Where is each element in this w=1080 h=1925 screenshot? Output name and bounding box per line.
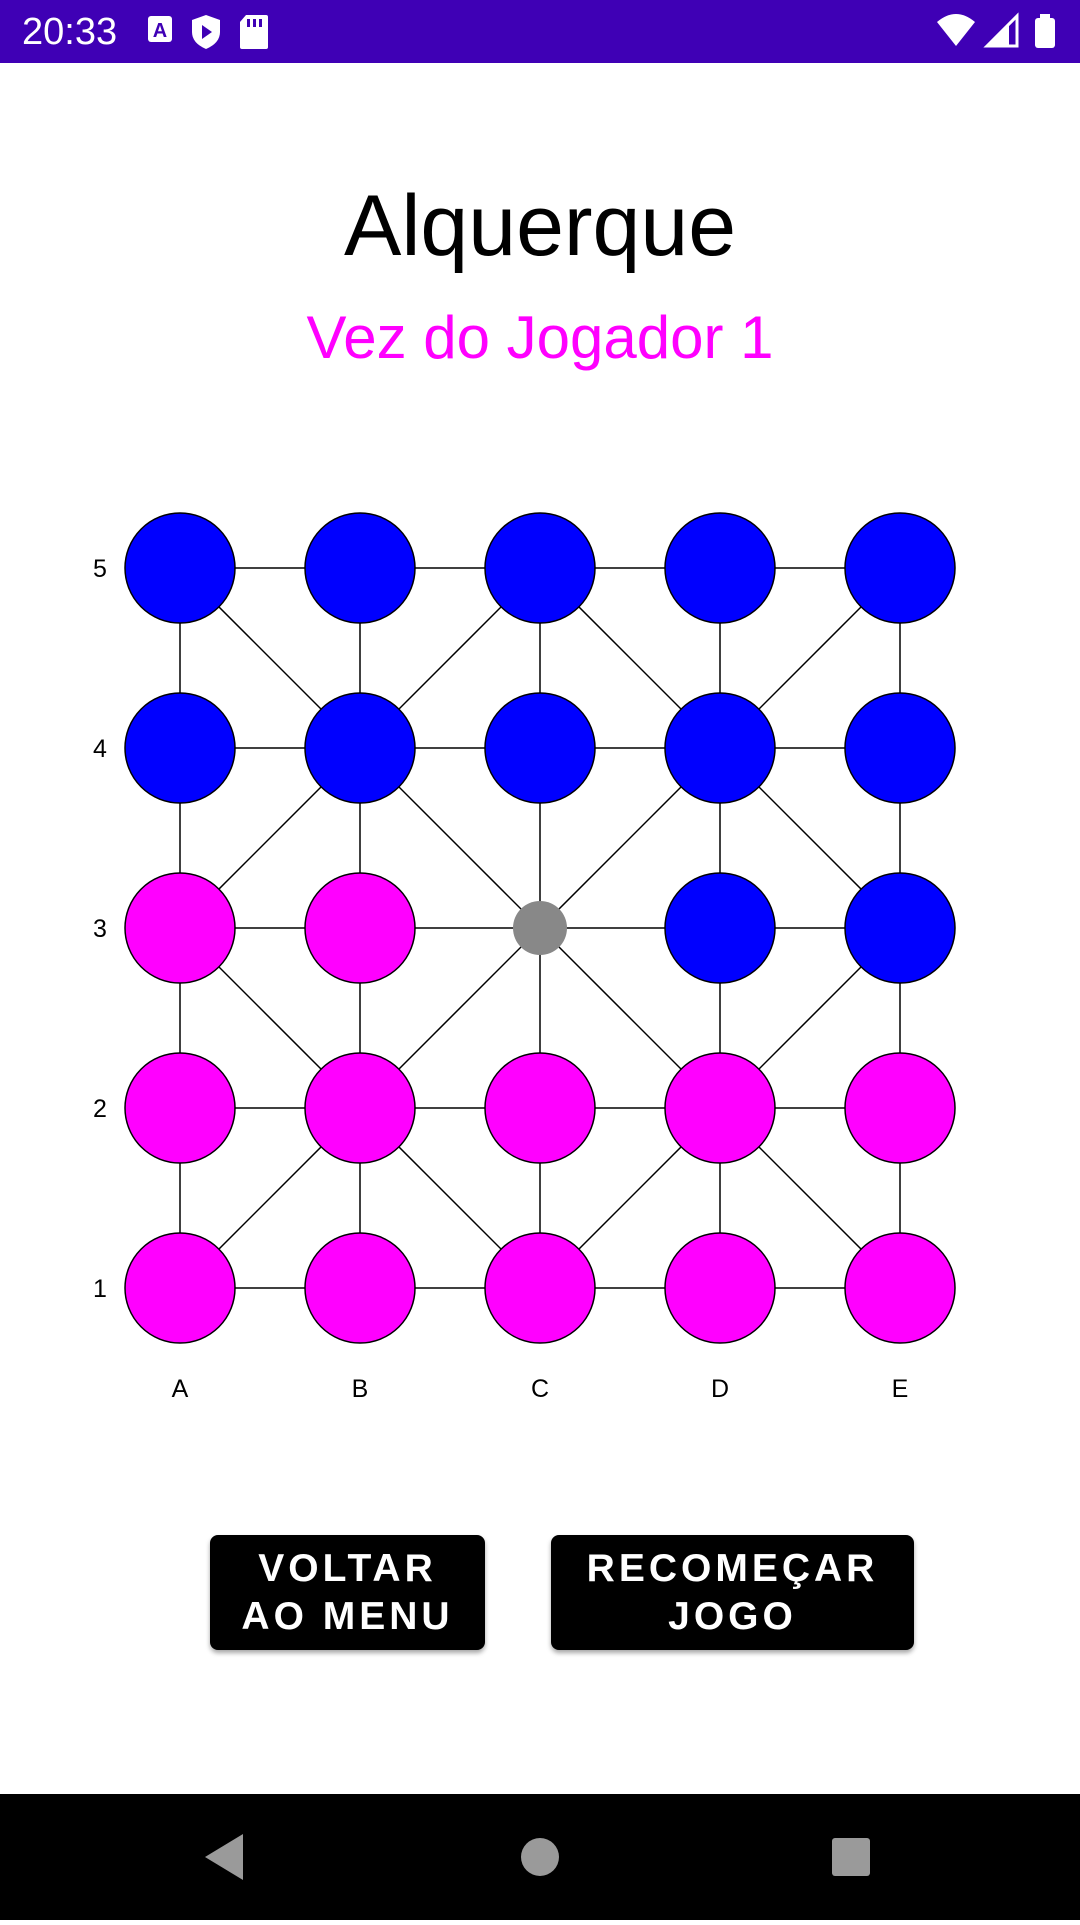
- blue-piece-a5[interactable]: [124, 512, 236, 624]
- shield-play-icon: [192, 15, 220, 49]
- magenta-piece-a3[interactable]: [124, 872, 236, 984]
- row-label-4: 4: [93, 735, 107, 763]
- back-triangle-icon[interactable]: [205, 1834, 243, 1880]
- magenta-piece-e2[interactable]: [844, 1052, 956, 1164]
- magenta-piece-a1[interactable]: [124, 1232, 236, 1344]
- magenta-piece-c2[interactable]: [484, 1052, 596, 1164]
- game-title: Alquerque: [343, 178, 737, 274]
- blue-piece-b4[interactable]: [304, 692, 416, 804]
- magenta-piece-e1[interactable]: [844, 1232, 956, 1344]
- home-circle-icon[interactable]: [521, 1838, 559, 1876]
- blue-piece-e4[interactable]: [844, 692, 956, 804]
- restart-game-button[interactable]: RECOMEÇAR JOGO: [551, 1535, 914, 1650]
- a-notification-icon: A: [148, 16, 172, 42]
- magenta-piece-d1[interactable]: [664, 1232, 776, 1344]
- board-labels: 5 4 3 2 1A B C D E: [93, 555, 908, 1403]
- magenta-piece-b2[interactable]: [304, 1052, 416, 1164]
- row-label-5: 5: [93, 555, 107, 583]
- status-left-icons: A: [148, 15, 268, 49]
- back-to-menu-button[interactable]: VOLTAR AO MENU: [210, 1535, 485, 1650]
- status-right-icons: [937, 12, 1055, 48]
- column-label-a: A: [172, 1375, 189, 1403]
- row-label-2: 2: [93, 1095, 107, 1123]
- cell-signal-icon: [983, 12, 1019, 48]
- blue-piece-c5[interactable]: [484, 512, 596, 624]
- recents-square-icon[interactable]: [832, 1838, 870, 1876]
- blue-piece-d5[interactable]: [664, 512, 776, 624]
- magenta-piece-b1[interactable]: [304, 1232, 416, 1344]
- status-bar: 20:33 A: [0, 0, 1080, 63]
- column-label-d: D: [711, 1375, 729, 1403]
- blue-piece-b5[interactable]: [304, 512, 416, 624]
- board-pieces: [124, 512, 956, 1344]
- navigation-bar: [0, 1794, 1080, 1920]
- turn-indicator: Vez do Jogador 1: [306, 304, 774, 371]
- status-time: 20:33: [22, 11, 118, 53]
- empty-point-c3[interactable]: [513, 901, 567, 955]
- column-label-b: B: [352, 1375, 369, 1403]
- row-label-3: 3: [93, 915, 107, 943]
- blue-piece-c4[interactable]: [484, 692, 596, 804]
- blue-piece-a4[interactable]: [124, 692, 236, 804]
- row-label-1: 1: [93, 1275, 107, 1303]
- svg-text:A: A: [153, 20, 167, 42]
- blue-piece-e3[interactable]: [844, 872, 956, 984]
- magenta-piece-b3[interactable]: [304, 872, 416, 984]
- blue-piece-d4[interactable]: [664, 692, 776, 804]
- wifi-icon: [937, 14, 975, 46]
- column-label-e: E: [892, 1375, 909, 1403]
- column-label-c: C: [531, 1375, 549, 1403]
- sd-card-icon: [240, 15, 268, 49]
- battery-icon: [1035, 14, 1055, 48]
- blue-piece-e5[interactable]: [844, 512, 956, 624]
- blue-piece-d3[interactable]: [664, 872, 776, 984]
- magenta-piece-d2[interactable]: [664, 1052, 776, 1164]
- magenta-piece-a2[interactable]: [124, 1052, 236, 1164]
- magenta-piece-c1[interactable]: [484, 1232, 596, 1344]
